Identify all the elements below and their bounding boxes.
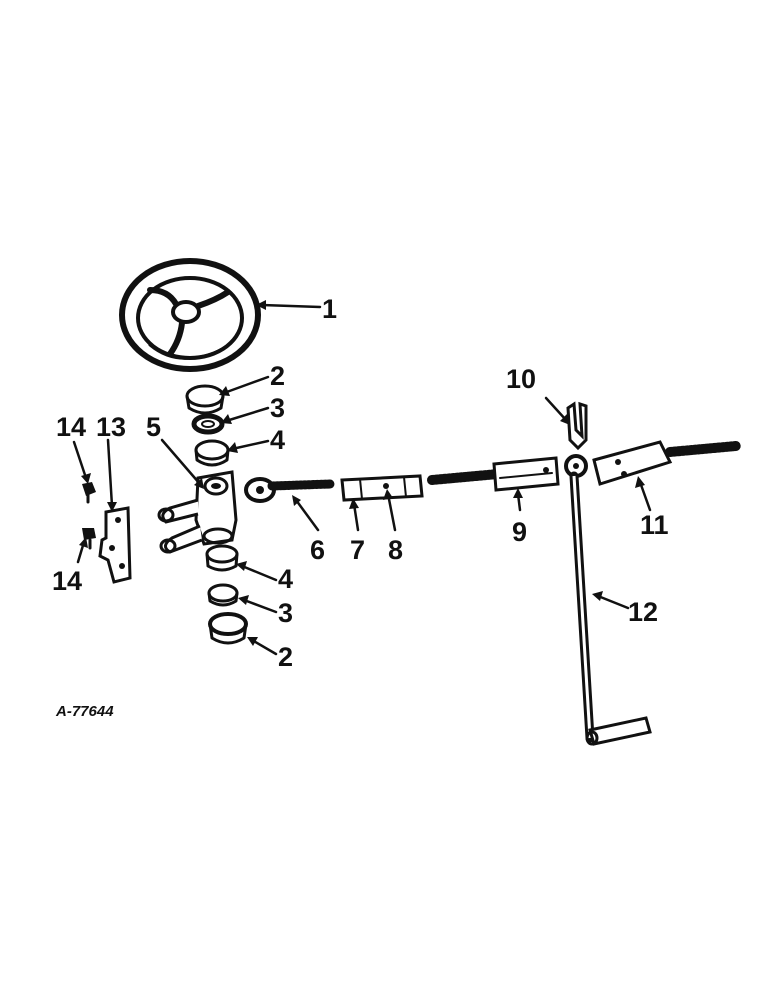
crank-rod — [569, 471, 652, 746]
callout-10: 10 — [506, 364, 536, 394]
callout-4-lower: 4 — [278, 564, 293, 594]
bearing-lower — [207, 583, 239, 607]
bracket-plate — [98, 506, 132, 584]
bolt-upper — [82, 482, 96, 504]
cap-lower — [208, 612, 248, 645]
callout-9: 9 — [512, 517, 527, 547]
pivot-clevis — [564, 401, 588, 478]
threaded-rod-left — [427, 469, 503, 485]
callout-3-upper: 3 — [270, 393, 285, 423]
callout-5: 5 — [146, 412, 161, 442]
callout-6: 6 — [310, 535, 325, 565]
bolt-lower — [82, 528, 96, 550]
seal-lower — [205, 544, 239, 572]
callout-8: 8 — [388, 535, 403, 565]
lever-block — [592, 440, 741, 486]
callout-7: 7 — [350, 535, 365, 565]
callout-14-lower: 14 — [52, 566, 82, 596]
callout-3-lower: 3 — [278, 598, 293, 628]
steering-wheel — [119, 258, 261, 372]
callout-4-upper: 4 — [270, 425, 285, 455]
clevis-block — [492, 456, 560, 492]
cap-upper — [185, 384, 225, 415]
callout-14-upper: 14 — [56, 412, 86, 442]
figure-id: A-77644 — [55, 703, 114, 720]
callout-12: 12 — [628, 597, 658, 627]
callout-13: 13 — [96, 412, 126, 442]
steering-arm-housing — [157, 470, 238, 554]
callout-1: 1 — [322, 294, 337, 324]
seal-upper — [194, 439, 230, 467]
callout-2-upper: 2 — [270, 361, 285, 391]
callout-labels: 1 2 3 4 5 6 7 8 9 10 11 12 13 14 14 4 3 … — [52, 294, 669, 672]
callout-11: 11 — [640, 510, 669, 540]
adjusting-tube — [340, 474, 424, 502]
leader-lines — [72, 300, 652, 656]
callout-2-lower: 2 — [278, 642, 293, 672]
bearing-upper — [191, 413, 225, 435]
rod-end — [244, 477, 335, 503]
